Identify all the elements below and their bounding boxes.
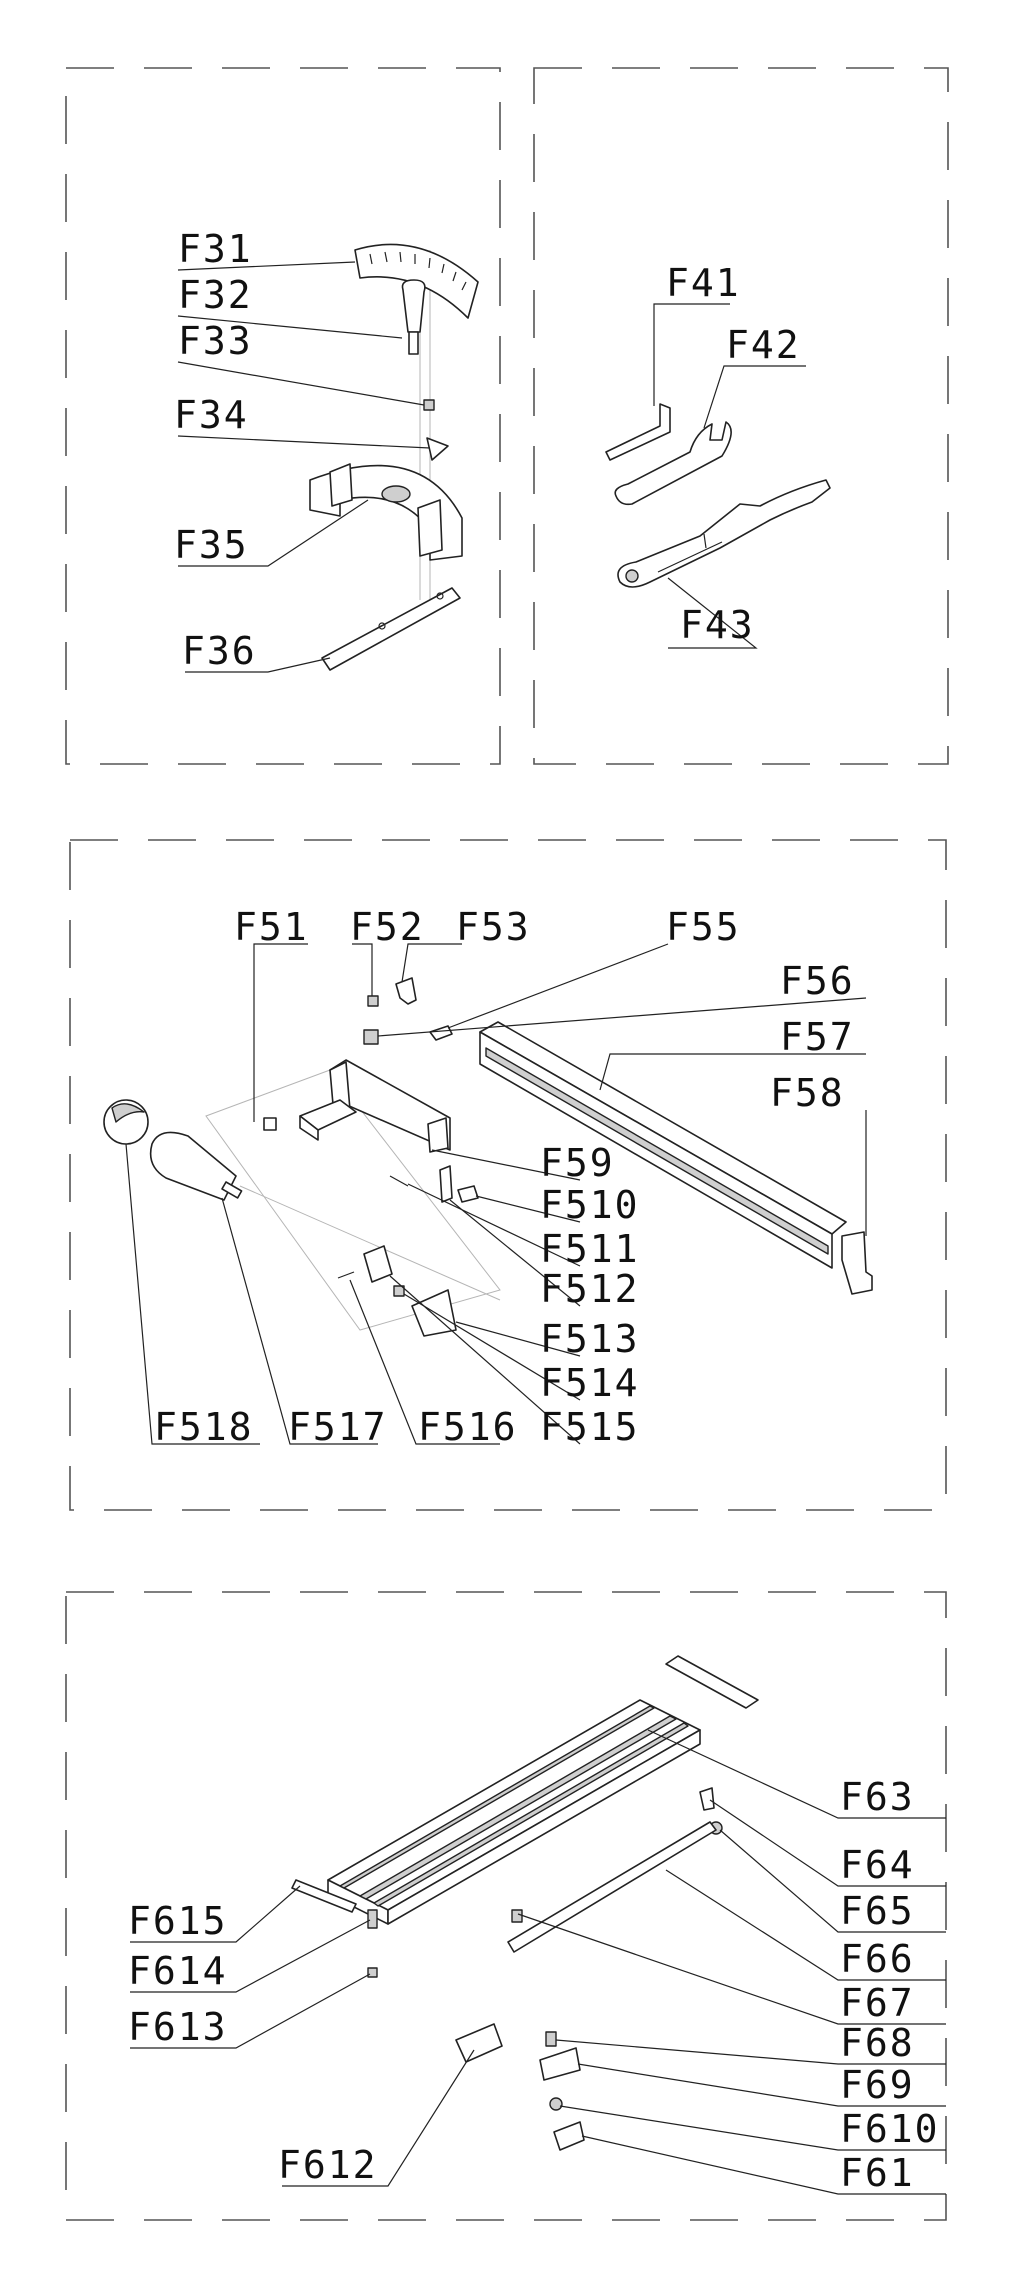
label-f51: F51 <box>234 905 309 949</box>
part-f614-screw <box>367 1909 378 1929</box>
part-f55-bolt <box>429 1025 453 1041</box>
label-f31: F31 <box>178 227 253 271</box>
label-f518: F518 <box>154 1405 254 1449</box>
part-f34-pointer <box>426 437 449 461</box>
label-f517: F517 <box>288 1405 388 1449</box>
part-f517-handle <box>149 1131 243 1201</box>
label-f43: F43 <box>680 603 755 647</box>
label-f64: F64 <box>840 1843 915 1887</box>
label-f41: F41 <box>666 261 741 305</box>
part-f613-nut <box>367 1967 378 1978</box>
label-f56: F56 <box>780 959 855 1003</box>
label-f61: F61 <box>840 2151 915 2195</box>
part-f53-clamp <box>395 977 417 1005</box>
part-f510-cam <box>457 1185 479 1203</box>
label-f33: F33 <box>178 319 253 363</box>
part-f52-screw <box>367 995 379 1007</box>
label-f513: F513 <box>540 1317 640 1361</box>
label-f514: F514 <box>540 1361 640 1405</box>
part-f69-bracket <box>539 2047 581 2081</box>
part-f515-shaft <box>363 1245 393 1283</box>
label-f614: F614 <box>128 1949 228 1993</box>
label-f34: F34 <box>174 393 249 437</box>
label-f63: F63 <box>840 1775 915 1819</box>
label-f516: F516 <box>418 1405 518 1449</box>
panel-rip-fence-frame <box>69 839 947 1511</box>
panel-rip-fence: F51 F52 F53 F55 F56 F57 F58 F59 F510 F51… <box>103 905 873 1449</box>
part-f615-strip <box>291 1879 357 1913</box>
label-f612: F612 <box>278 2143 378 2187</box>
label-f515: F515 <box>540 1405 640 1449</box>
part-f59-fence-body <box>299 1059 451 1153</box>
part-f511-pin <box>389 1175 409 1187</box>
part-f610-nut <box>549 2097 563 2111</box>
label-f53: F53 <box>456 905 531 949</box>
label-f69: F69 <box>840 2063 915 2107</box>
label-f610: F610 <box>840 2107 940 2151</box>
label-f511: F511 <box>540 1227 640 1271</box>
label-f58: F58 <box>770 1071 845 1115</box>
label-f36: F36 <box>182 629 257 673</box>
label-f55: F55 <box>666 905 741 949</box>
part-f32-knob <box>401 279 426 355</box>
label-f512: F512 <box>540 1267 640 1311</box>
part-f33-screw <box>423 399 435 411</box>
part-f41-hex-key <box>605 403 671 461</box>
label-f42: F42 <box>726 323 801 367</box>
part-f66-support-bar <box>507 1821 717 1953</box>
panel-tools-frame <box>533 67 949 765</box>
part-f67-screw <box>511 1909 523 1923</box>
part-top-rail <box>665 1655 759 1709</box>
part-f58-end-cap <box>841 1231 873 1295</box>
panel-mitre-gauge: F31 F32 F33 F34 F35 F36 <box>174 227 479 673</box>
part-f43-push-stick <box>617 479 831 588</box>
label-f66: F66 <box>840 1937 915 1981</box>
label-f613: F613 <box>128 2005 228 2049</box>
label-f65: F65 <box>840 1889 915 1933</box>
label-f68: F68 <box>840 2021 915 2065</box>
label-f52: F52 <box>350 905 425 949</box>
panel-extension-table-frame <box>65 1591 947 2221</box>
panel-tools: F41 F42 F43 <box>605 261 831 649</box>
part-f63-extrusion-table <box>327 1699 701 1925</box>
label-f35: F35 <box>174 523 249 567</box>
label-f59: F59 <box>540 1141 615 1185</box>
part-f56-square-nut <box>363 1029 379 1045</box>
part-f61-clamp-foot <box>553 2121 585 2151</box>
part-f35-mitre-body <box>309 463 463 561</box>
label-f67: F67 <box>840 1981 915 2025</box>
part-f612-clamp-block <box>455 2023 503 2063</box>
part-f514-washer <box>393 1285 405 1297</box>
panel-mitre-gauge-frame <box>65 67 501 765</box>
part-f57-fence-rail <box>479 1021 847 1269</box>
label-f57: F57 <box>780 1015 855 1059</box>
part-f518-knob-cap <box>103 1099 149 1145</box>
label-f32: F32 <box>178 273 253 317</box>
part-f516-pin <box>337 1271 355 1279</box>
part-f64-bolt <box>699 1787 715 1811</box>
part-f51-slide-block <box>263 1117 277 1131</box>
label-f615: F615 <box>128 1899 228 1943</box>
label-f510: F510 <box>540 1183 640 1227</box>
part-f36-guide-bar <box>321 587 461 671</box>
part-f68-bolt <box>545 2031 557 2047</box>
panel-extension-table: F63 F64 F65 F66 F67 F68 F69 F610 F61 F61… <box>128 1655 946 2195</box>
part-f512-spring-plate <box>439 1165 453 1203</box>
part-f42-spanner <box>614 421 732 506</box>
